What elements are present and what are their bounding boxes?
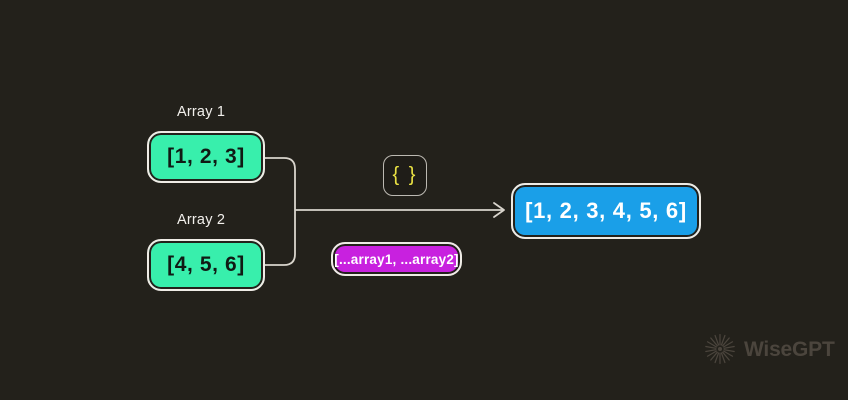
arrow-head-icon	[493, 202, 505, 218]
array1-node[interactable]: [1, 2, 3]	[147, 131, 265, 183]
array1-label: Array 1	[177, 104, 226, 120]
braces-icon: { }	[383, 155, 427, 196]
watermark-text: WiseGPT	[744, 337, 835, 361]
array2-node[interactable]: [4, 5, 6]	[147, 239, 265, 291]
array2-label: Array 2	[177, 212, 226, 228]
spread-syntax-badge: [...array1, ...array2]	[331, 242, 462, 276]
merge-bracket-path	[265, 157, 296, 266]
watermark: WiseGPT	[703, 332, 835, 366]
result-node[interactable]: [1, 2, 3, 4, 5, 6]	[511, 183, 701, 239]
burst-emblem-icon	[705, 334, 735, 364]
